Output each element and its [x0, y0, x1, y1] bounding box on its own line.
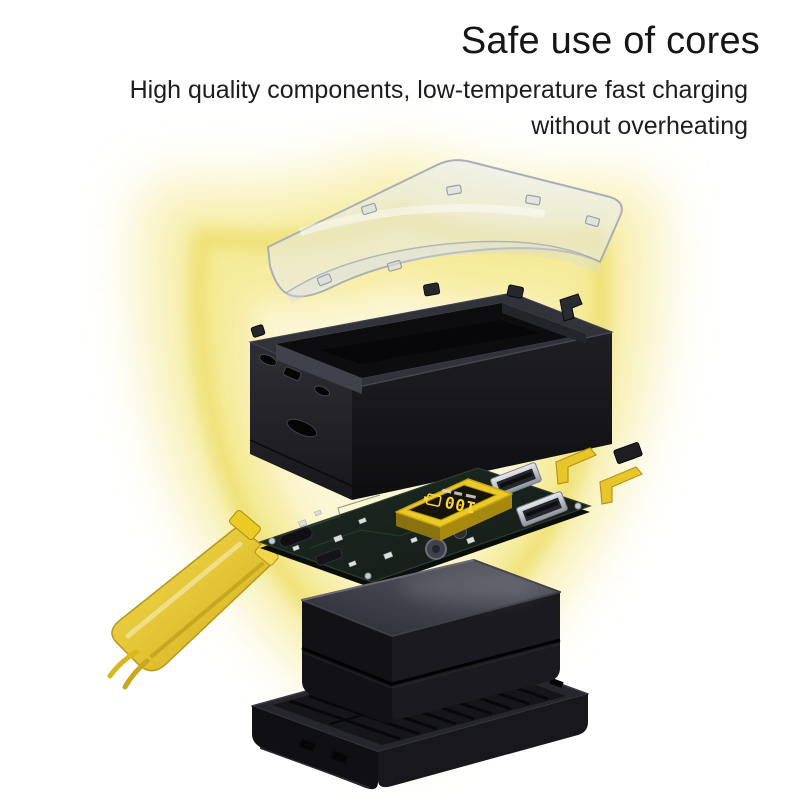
battery-front-face [302, 600, 392, 724]
battery-level-icon [423, 493, 442, 507]
type-c-port [314, 385, 330, 397]
power-button-hole [286, 418, 318, 438]
battery-pack [301, 559, 561, 724]
pcb-board: 100 [258, 462, 592, 588]
usb-a-port-2 [516, 491, 568, 527]
micro-usb-connector [315, 548, 343, 566]
case-front-wall [252, 706, 378, 790]
battery-seam [301, 638, 561, 686]
page-subtitle-line1: High quality components, low-temperature… [129, 76, 748, 104]
display-module: 100 [395, 478, 513, 541]
page-title: Safe use of cores [460, 20, 760, 62]
flashlight-port [259, 353, 277, 367]
shell-rim-clips [250, 282, 583, 338]
flat-cable [107, 509, 279, 690]
upper-shell [248, 282, 614, 500]
cable-connector [229, 509, 261, 541]
usb-c-connector [279, 526, 313, 548]
usb-output-port [282, 366, 302, 381]
battery-contact-clips [555, 442, 643, 505]
front-ports [259, 353, 330, 438]
top-cover [267, 159, 623, 304]
header: Safe use of cores High quality component… [40, 20, 760, 145]
page-subtitle-line2: without overheating [531, 112, 748, 140]
battery-right-face [392, 592, 560, 719]
usb-a-port-1 [490, 462, 542, 498]
case-right-wall [378, 694, 588, 788]
cover-clips [316, 184, 601, 287]
display-screen [406, 484, 498, 521]
